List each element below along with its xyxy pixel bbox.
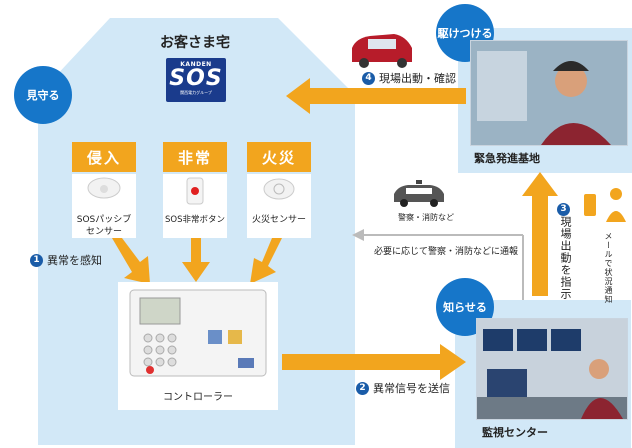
step-4-number: 4 — [362, 71, 375, 85]
circle-notify: 知らせる — [436, 278, 494, 336]
category-fire: 火災 — [247, 142, 311, 172]
step-4-text: 現場出動・確認 — [379, 72, 456, 85]
arrow-police — [352, 229, 364, 241]
step-1-text: 異常を感知 — [47, 254, 102, 267]
step-1: 1 異常を感知 — [30, 252, 102, 268]
mail-label: メールで状況通知 — [604, 232, 613, 304]
category-emergency: 非常 — [163, 142, 227, 172]
category-intrusion: 侵入 — [72, 142, 136, 172]
arrow-sensor1-controller — [112, 238, 150, 284]
step-3: 3 現場出動を指示 — [557, 196, 573, 300]
step-1-number: 1 — [30, 253, 43, 267]
controller-panel: コントローラー — [118, 282, 278, 410]
step-2: 2 異常信号を送信 — [356, 380, 450, 396]
emergency-button-icon — [186, 177, 204, 205]
step-2-number: 2 — [356, 381, 369, 395]
arrow-center-to-base — [522, 172, 558, 296]
arrow-sensor3-controller — [250, 238, 282, 284]
step-2-text: 異常信号を送信 — [373, 382, 450, 395]
controller-device-icon — [129, 289, 267, 377]
center-label: 監視センター — [482, 426, 548, 439]
step-3-number: 3 — [557, 203, 570, 216]
police-note: 必要に応じて警察・消防などに通報 — [374, 247, 519, 257]
passive-sensor-icon — [87, 177, 121, 199]
house-title: お客さま宅 — [160, 35, 230, 51]
fire-sensor-card: 火災センサー — [247, 174, 311, 238]
base-photo — [470, 40, 628, 146]
police-label: 警察・消防など — [398, 213, 454, 222]
controller-label: コントローラー — [163, 392, 233, 403]
step-4: 4 現場出動・確認 — [362, 70, 456, 86]
base-label: 緊急発進基地 — [474, 152, 540, 165]
passive-sensor-card: SOSパッシブ センサー — [72, 174, 136, 238]
response-car-icon — [352, 34, 412, 68]
arrow-base-to-house — [286, 78, 466, 114]
arrow-sensor2-controller — [182, 238, 210, 282]
phone-user-icon — [584, 188, 626, 222]
fire-sensor-icon — [263, 178, 295, 200]
center-photo — [476, 318, 628, 420]
police-car-icon — [394, 180, 444, 207]
kanden-sos-logo: KANDEN SOS 関西電力グループ — [166, 58, 226, 102]
arrow-to-center — [282, 344, 466, 380]
step-3-text: 現場出動を指示 — [559, 216, 572, 300]
guard-photo-icon — [471, 41, 627, 145]
circle-watch: 見守る — [14, 66, 72, 124]
monitoring-center-photo-icon — [477, 319, 627, 419]
emergency-button-card: SOS非常ボタン — [163, 174, 227, 238]
